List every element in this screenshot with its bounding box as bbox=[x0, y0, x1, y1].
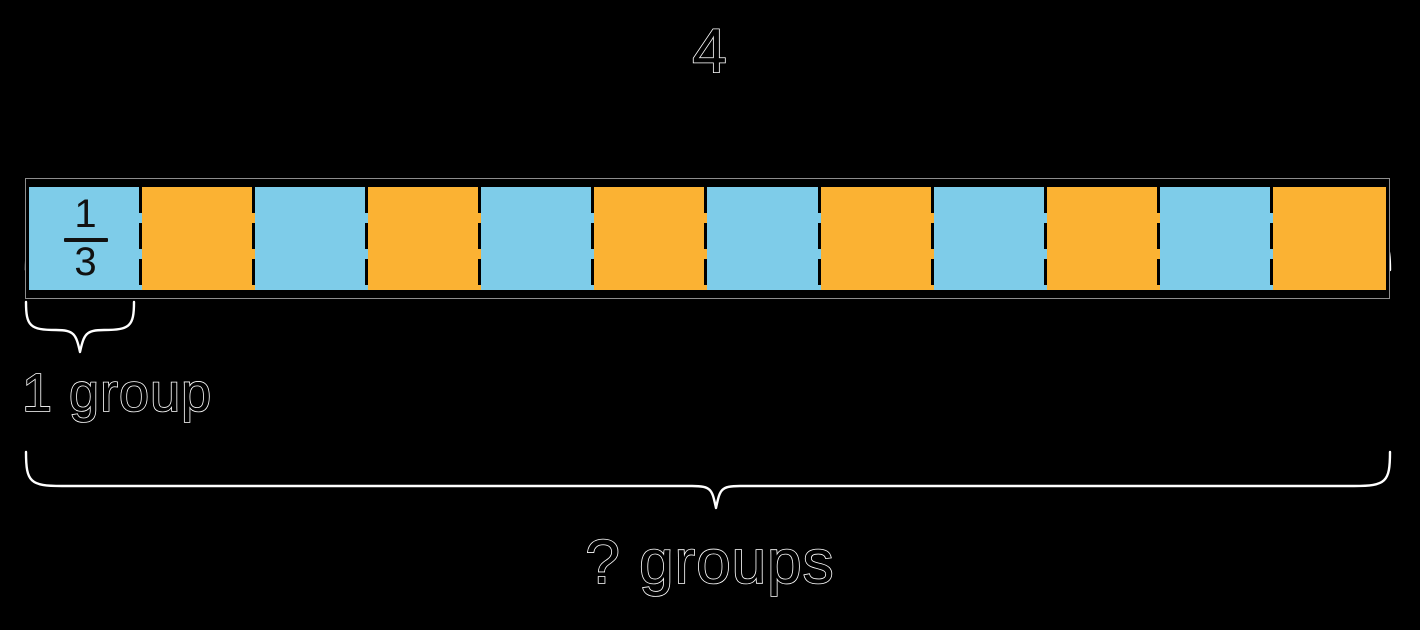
fraction-denominator: 3 bbox=[74, 239, 97, 284]
top-whole-brace bbox=[24, 214, 1392, 272]
unit-group-brace bbox=[24, 300, 136, 354]
tape-cell[interactable]: 1 3 bbox=[29, 187, 146, 290]
tape-cell[interactable] bbox=[368, 187, 485, 290]
tape-cell[interactable] bbox=[594, 187, 711, 290]
tape-cell[interactable] bbox=[1159, 187, 1276, 290]
tape-bar: 1 3 bbox=[29, 182, 1386, 295]
tape-cell[interactable] bbox=[142, 187, 259, 290]
tape-cell[interactable] bbox=[481, 187, 598, 290]
unit-fraction: 1 3 bbox=[63, 192, 108, 284]
fraction-numerator: 1 bbox=[74, 192, 97, 237]
question-groups-label: ? groups bbox=[585, 527, 835, 598]
tape-cell[interactable] bbox=[255, 187, 372, 290]
whole-amount-label: 4 bbox=[691, 16, 728, 87]
tape-cell[interactable] bbox=[1272, 187, 1386, 290]
one-group-label: 1 group bbox=[21, 362, 213, 424]
tape-cell[interactable] bbox=[933, 187, 1050, 290]
fraction-vinculum bbox=[63, 237, 108, 242]
tape-cell[interactable] bbox=[707, 187, 824, 290]
tape-cell[interactable] bbox=[820, 187, 937, 290]
question-groups-brace bbox=[24, 450, 1392, 510]
tape-cell[interactable] bbox=[1046, 187, 1163, 290]
